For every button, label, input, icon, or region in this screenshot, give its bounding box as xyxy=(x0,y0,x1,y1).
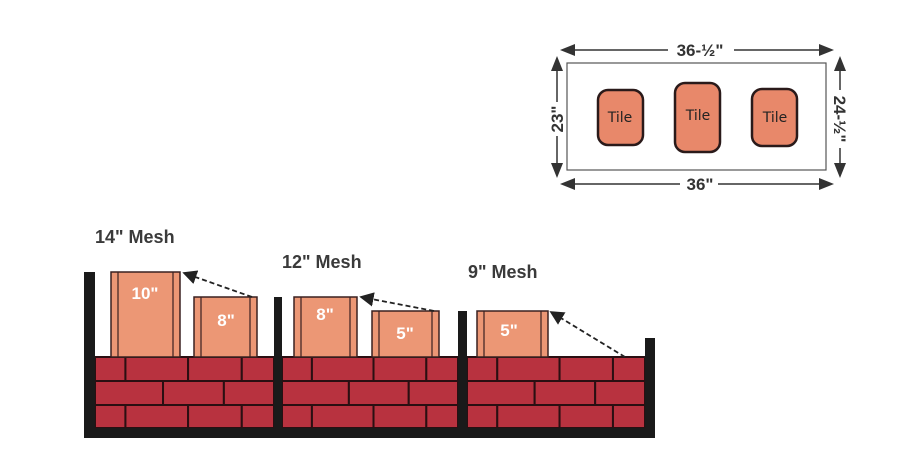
brick xyxy=(372,404,428,429)
box-5in-b: 5" xyxy=(476,310,549,358)
divider-1 xyxy=(274,297,282,438)
box-8in-a: 8" xyxy=(193,296,258,358)
box-8in-b: 8" xyxy=(293,296,358,358)
brick xyxy=(611,404,647,429)
right-wall xyxy=(645,338,655,438)
tile-3-label: Tile xyxy=(762,110,788,126)
arrow-8-to-10 xyxy=(182,270,253,298)
brick xyxy=(240,356,275,382)
brick xyxy=(162,380,225,406)
tile-1 xyxy=(596,88,645,147)
section-title-9-mesh: 9" Mesh xyxy=(468,262,538,282)
brick xyxy=(222,380,276,406)
tile-2-label: Tile xyxy=(685,108,711,124)
brick xyxy=(594,380,646,406)
tile-1-label: Tile xyxy=(607,110,633,126)
brick xyxy=(187,356,243,382)
brick xyxy=(187,404,243,429)
brick xyxy=(281,356,313,382)
brick xyxy=(496,404,561,429)
brick xyxy=(310,356,375,382)
right-dimension: 24-½" xyxy=(830,96,849,143)
brick xyxy=(533,380,597,406)
brick xyxy=(558,404,614,429)
brick xyxy=(94,404,127,429)
box-label: 8" xyxy=(316,305,334,324)
divider-2 xyxy=(458,311,467,438)
left-dimension: 23" xyxy=(548,106,567,133)
box-label: 5" xyxy=(396,324,414,343)
box-5in-a: 5" xyxy=(371,310,440,358)
brick xyxy=(94,356,127,382)
brick xyxy=(124,356,190,382)
section-title-14-mesh: 14" Mesh xyxy=(95,227,175,247)
box-10in: 10" xyxy=(110,271,181,358)
brick xyxy=(347,380,410,406)
bottom-dimension: 36" xyxy=(687,175,714,194)
brick xyxy=(407,380,459,406)
section-title-12-mesh: 12" Mesh xyxy=(282,252,362,272)
brick xyxy=(281,404,313,429)
brick xyxy=(466,404,499,429)
arrow-5-to-8 xyxy=(359,292,435,312)
arrow-floor-to-5 xyxy=(549,311,626,358)
brick xyxy=(124,404,190,429)
brick xyxy=(94,380,165,406)
base-bar xyxy=(84,428,655,438)
tile-2 xyxy=(673,81,722,154)
plan-view: 36-½" 36" 23" 24-½" Tile Tile Tile xyxy=(548,41,849,194)
brick xyxy=(466,356,499,382)
box-label: 8" xyxy=(217,311,235,330)
brick xyxy=(281,380,350,406)
brick xyxy=(425,356,460,382)
brick xyxy=(240,404,275,429)
box-label: 5" xyxy=(500,321,518,340)
brick xyxy=(310,404,375,429)
brick xyxy=(496,356,561,382)
brick xyxy=(466,380,536,406)
brick xyxy=(611,356,647,382)
brick xyxy=(558,356,614,382)
tile-3 xyxy=(750,87,799,148)
brick xyxy=(372,356,428,382)
box-label: 10" xyxy=(132,284,159,303)
brick-base xyxy=(94,356,647,429)
left-wall xyxy=(84,272,95,438)
top-dimension: 36-½" xyxy=(677,41,724,60)
brick xyxy=(425,404,460,429)
